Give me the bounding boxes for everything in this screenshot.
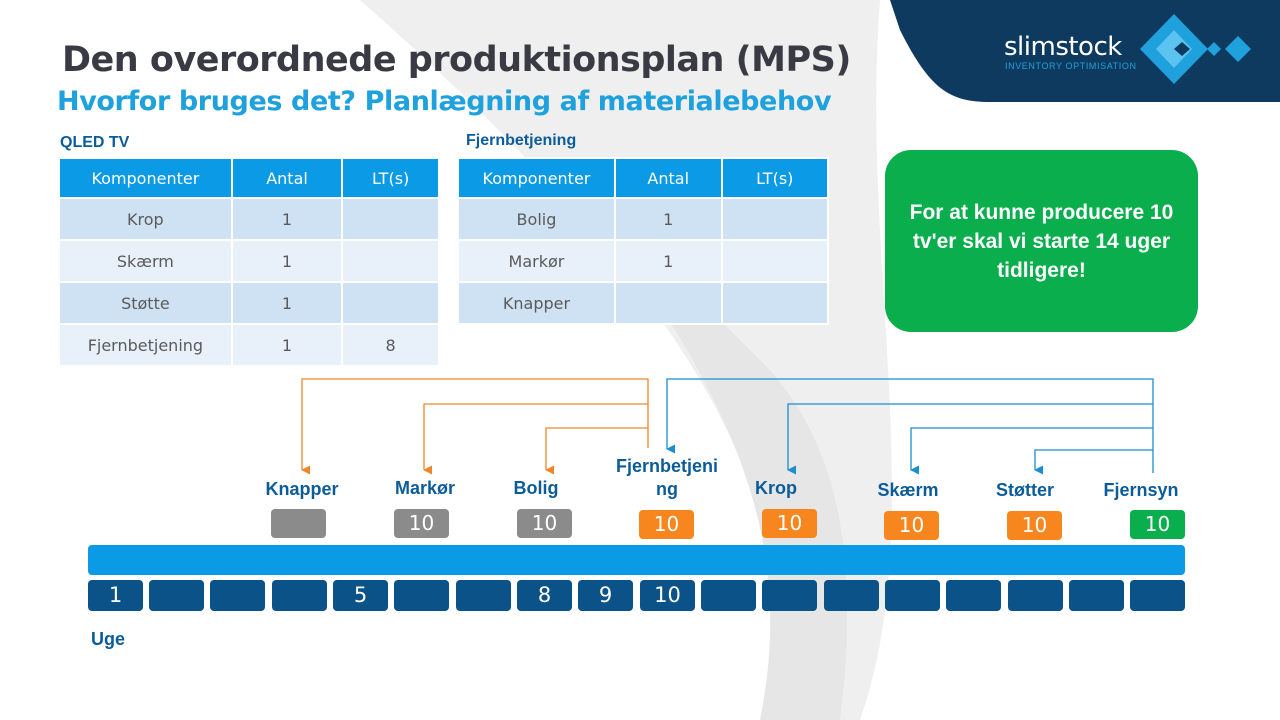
table-header-row: Komponenter Antal LT(s) (58, 157, 440, 199)
quantity-box-bolig: 10 (517, 509, 572, 538)
table-row: Bolig 1 (457, 197, 829, 241)
table-cell (720, 281, 829, 325)
week-cell (456, 580, 511, 611)
logo-wordmark: slimstock (1004, 32, 1122, 62)
table-cell: Krop (58, 197, 233, 241)
week-cell (1008, 580, 1063, 611)
connector-fjernbetjening (666, 378, 1154, 473)
quantity-box-stotter: 10 (1007, 511, 1062, 540)
week-cell (149, 580, 204, 611)
table-row: Krop 1 (58, 197, 440, 241)
table-cell: Bolig (457, 197, 616, 241)
quantity-box-fjernsyn: 10 (1130, 510, 1185, 539)
item-label-krop: Krop (755, 478, 797, 498)
item-label-fjernsyn: Fjernsyn (1103, 480, 1179, 500)
table-cell (341, 197, 440, 241)
table-cell: Skærm (58, 239, 233, 283)
table-cell (720, 239, 829, 283)
page-title: Den overordnede produktionsplan (MPS) (62, 40, 851, 80)
table-cell: Fjernbetjening (58, 323, 233, 367)
callout-box: For at kunne producere 10 tv'er skal vi … (885, 150, 1198, 332)
connector-krop (787, 403, 1153, 475)
column-header: LT(s) (341, 157, 440, 199)
table-cell: 1 (230, 281, 344, 325)
table-cell (341, 281, 440, 325)
quantity-box-knapper (271, 509, 326, 538)
week-cell (1130, 580, 1185, 611)
week-cell: 5 (333, 580, 388, 611)
table-header-row: Komponenter Antal LT(s) (457, 157, 829, 199)
item-label-knapper: Knapper (265, 479, 339, 499)
quantity-box-krop: 10 (762, 509, 817, 538)
connector-bolig (545, 427, 648, 475)
table-cell: 1 (230, 197, 344, 241)
logo-tagline: INVENTORY OPTIMISATION (1005, 61, 1137, 71)
week-cell: 1 (88, 580, 143, 611)
callout-text: For at kunne producere 10 tv'er skal vi … (909, 200, 1174, 282)
week-cell (824, 580, 879, 611)
quantity-box-markor: 10 (394, 509, 449, 538)
table-cell: Markør (457, 239, 616, 283)
item-label-bolig: Bolig (513, 478, 559, 498)
table-row: Støtte 1 (58, 281, 440, 325)
table-cell: 1 (230, 239, 344, 283)
week-cell (272, 580, 327, 611)
week-cell (701, 580, 756, 611)
quantity-box-fjernbetjening: 10 (639, 510, 694, 539)
table-cell (720, 197, 829, 241)
item-label-stotter: Støtter (996, 480, 1054, 500)
week-cell (210, 580, 265, 611)
logo-diamond-icon (1140, 14, 1251, 84)
remote-component-table: Komponenter Antal LT(s) Bolig 1 Markør 1… (457, 157, 829, 325)
week-axis-label: Uge (91, 629, 126, 649)
week-cell (946, 580, 1001, 611)
item-label-markor: Markør (394, 478, 456, 498)
connector-stotter (1034, 449, 1153, 475)
remote-table-caption: Fjernbetjening (466, 132, 577, 149)
table-cell: 1 (613, 197, 723, 241)
table-cell: Støtte (58, 281, 233, 325)
item-label-fjernbetjening: Fjernbetjening (615, 456, 718, 499)
table-cell (613, 281, 723, 325)
column-header: Antal (613, 157, 723, 199)
table-cell: 1 (613, 239, 723, 283)
table-cell: Knapper (457, 281, 616, 325)
week-cell (762, 580, 817, 611)
connector-knapper (301, 378, 649, 475)
table-row: Skærm 1 (58, 239, 440, 283)
week-cell: 10 (640, 580, 695, 611)
connector-skaerm (910, 427, 1153, 475)
qled-table-caption: QLED TV (60, 134, 130, 151)
week-cell: 9 (578, 580, 633, 611)
timeline-bar (88, 545, 1185, 575)
item-label-skaerm: Skærm (877, 480, 939, 500)
column-header: LT(s) (720, 157, 829, 199)
table-cell: 1 (230, 323, 344, 367)
page-subtitle: Hvorfor bruges det? Planlægning af mater… (57, 86, 832, 117)
week-cell (885, 580, 940, 611)
column-header: Antal (230, 157, 344, 199)
table-cell (341, 239, 440, 283)
table-row: Markør 1 (457, 239, 829, 283)
qled-component-table: Komponenter Antal LT(s) Krop 1 Skærm 1 S… (58, 157, 440, 367)
connector-markor (423, 403, 648, 475)
table-row: Knapper (457, 281, 829, 325)
week-cell: 8 (517, 580, 572, 611)
table-row: Fjernbetjening 1 8 (58, 323, 440, 367)
column-header: Komponenter (58, 157, 233, 199)
table-cell: 8 (341, 323, 440, 367)
column-header: Komponenter (457, 157, 616, 199)
week-cell (1069, 580, 1124, 611)
quantity-box-skaerm: 10 (884, 511, 939, 540)
week-cell (394, 580, 449, 611)
